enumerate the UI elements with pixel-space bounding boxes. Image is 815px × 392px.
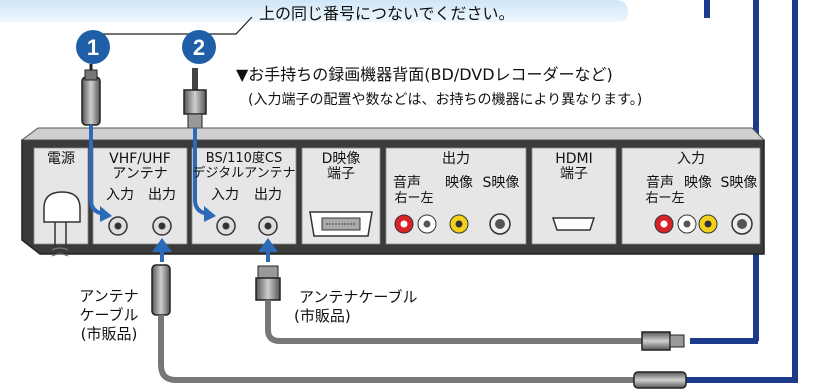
- label-d-video-2: 端子: [327, 166, 355, 182]
- label-d-video-1: D映像: [321, 151, 361, 167]
- label-input-lr: 右ー左: [645, 191, 685, 206]
- power-plug-icon: [43, 191, 81, 257]
- header-note: 上の同じ番号につないでください。: [259, 4, 515, 23]
- f-connector-icon: [108, 216, 278, 236]
- marker-2: 2: [182, 30, 216, 64]
- cable-label-antenna-2: ケーブル: [79, 306, 139, 324]
- arrowheads: [100, 206, 278, 252]
- plug-2: [183, 68, 207, 129]
- label-hdmi-2: 端子: [560, 166, 588, 182]
- marker-2-label: 2: [193, 35, 205, 60]
- hdmi-port-icon: [551, 217, 596, 231]
- cable-label-antenna-cable-1: アンテナケーブル: [299, 288, 418, 306]
- label-bs-output: 出力: [254, 187, 282, 203]
- label-output-lr: 右ー左: [394, 191, 434, 206]
- label-bs-cs-2: デジタルアンテナ: [192, 166, 296, 181]
- rca-jack-icon: [394, 214, 718, 234]
- label-output-video: 映像: [445, 175, 473, 191]
- cable-label-antenna-cable-2: (市販品): [294, 307, 351, 325]
- s-video-jack-icon: [489, 213, 753, 235]
- label-power: 電源: [47, 151, 75, 167]
- label-output-svideo: S映像: [482, 175, 520, 191]
- label-bs-input: 入力: [211, 187, 239, 203]
- label-hdmi-1: HDMI: [555, 151, 593, 167]
- label-input-video: 映像: [684, 175, 712, 191]
- cable-label-antenna-3: (市販品): [80, 325, 138, 343]
- label-vhf-output: 出力: [148, 187, 176, 203]
- antenna-cable-1: [151, 264, 687, 389]
- device-title: ▼お手持ちの録画機器背面(BD/DVDレコーダーなど): [236, 65, 613, 84]
- arrow-up-icon: [160, 250, 270, 262]
- header-banner: [0, 0, 628, 22]
- d-terminal-icon: [309, 211, 373, 237]
- label-vhf-uhf-2: アンテナ: [112, 166, 168, 182]
- device-subtitle: (入力端子の配置や数などは、お持ちの機器により異なります。): [248, 92, 643, 108]
- label-vhf-uhf-1: VHF/UHF: [109, 151, 171, 167]
- label-input: 入力: [677, 151, 705, 167]
- label-input-svideo: S映像: [720, 175, 758, 191]
- plug-1: [81, 64, 101, 126]
- marker-1: 1: [76, 30, 110, 64]
- label-output: 出力: [442, 151, 470, 167]
- label-output-audio: 音声: [393, 175, 421, 191]
- label-bs-cs-1: BS/110度CS: [205, 151, 283, 166]
- label-input-audio: 音声: [646, 175, 674, 191]
- cable-label-antenna-1: アンテナ: [79, 287, 139, 305]
- marker-1-label: 1: [87, 35, 99, 60]
- label-vhf-input: 入力: [106, 187, 134, 203]
- antenna-cable-2: [255, 265, 685, 351]
